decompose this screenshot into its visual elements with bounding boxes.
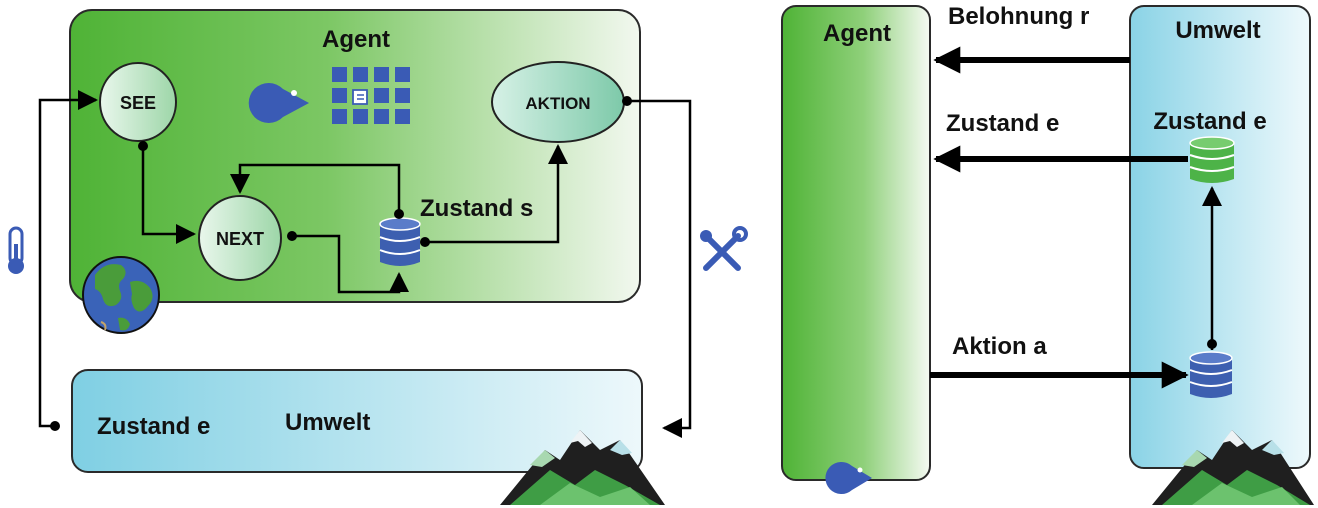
- left-agent-box: [69, 9, 641, 303]
- mountain-icon: [500, 430, 665, 505]
- tools-icon: [700, 226, 748, 271]
- right-diagram: Agent Umwelt Zustand e: [781, 3, 1314, 505]
- script-icon: [352, 89, 368, 105]
- right-env-title: Umwelt: [1175, 17, 1260, 44]
- pacman-icon: [825, 462, 872, 494]
- left-agent-title: Agent: [322, 26, 390, 53]
- reward-label: Belohnung r: [948, 3, 1089, 30]
- internal-state-label: Zustand s: [420, 195, 533, 222]
- right-agent-title: Agent: [823, 20, 891, 47]
- thermometer-icon: [8, 226, 24, 274]
- database-icon: [1189, 351, 1233, 398]
- left-env-box: [71, 369, 643, 473]
- env-transition-arrow: [1202, 186, 1222, 350]
- env-feedback-lines: [38, 90, 692, 438]
- left-diagram: Agent SEE NEXT AKTION: [8, 9, 748, 505]
- left-env-state-label: Zustand e: [97, 413, 210, 440]
- action-label: AKTION: [525, 94, 590, 113]
- pacman-icon: [248, 83, 309, 123]
- right-agent-box: [781, 5, 931, 481]
- grid-icon: [332, 67, 410, 124]
- database-icon: [379, 217, 421, 266]
- see-node: [99, 62, 177, 142]
- agent-connectors: [141, 143, 568, 294]
- next-node: [198, 195, 282, 281]
- right-env-box: [1129, 5, 1311, 469]
- globe-icon: [82, 256, 160, 334]
- state-arrow-label: Zustand e: [946, 110, 1059, 137]
- see-label: SEE: [120, 93, 156, 113]
- database-icon: [1189, 136, 1235, 183]
- right-env-state-label: Zustand e: [1153, 108, 1266, 135]
- action-arrow-label: Aktion a: [952, 333, 1047, 360]
- next-label: NEXT: [216, 229, 264, 249]
- mountain-icon: [1152, 430, 1314, 505]
- left-env-title: Umwelt: [285, 409, 370, 436]
